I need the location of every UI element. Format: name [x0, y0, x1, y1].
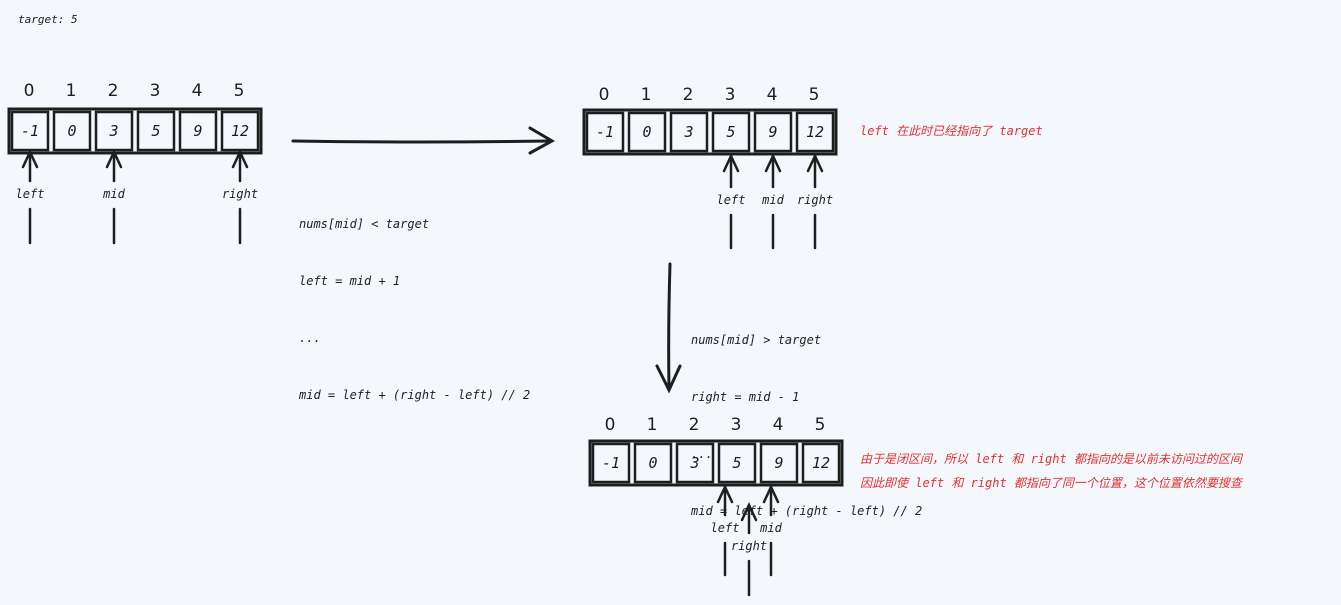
- pointer-arrow-mid: [105, 149, 123, 245]
- array-cell: [591, 442, 631, 484]
- cell-value: 12: [231, 122, 249, 140]
- cell-index: 4: [192, 81, 203, 101]
- cell-value: 12: [806, 123, 824, 141]
- array-cell: [759, 442, 799, 484]
- cell-index: 0: [599, 85, 610, 105]
- pointer-label-right: right: [730, 539, 768, 553]
- cell-index: 1: [647, 415, 658, 435]
- cell-value: 12: [812, 454, 830, 472]
- code-line: right = mid - 1: [691, 390, 800, 404]
- array-cell: [585, 111, 625, 153]
- pointer-arrow-mid: [762, 484, 780, 577]
- cell-value: 3: [108, 122, 118, 140]
- cell-index: 2: [108, 81, 119, 101]
- cell-value: 9: [193, 122, 202, 140]
- pointer-arrow-left: [722, 153, 740, 250]
- note-step-2: left 在此时已经指向了 target: [860, 124, 1043, 138]
- pointer-label-left: left: [716, 193, 746, 207]
- array-3: -1 0 0 1 3 2 5 3 9 4 12 5: [588, 415, 844, 597]
- array-cell: [801, 442, 841, 484]
- array-cell: [669, 111, 709, 153]
- cell-index: 0: [24, 81, 35, 101]
- pointer-arrow-left: [716, 484, 734, 577]
- code-line: mid = left + (right - left) // 2: [691, 504, 923, 518]
- cell-value: 3: [689, 454, 699, 472]
- cell-index: 1: [66, 81, 77, 101]
- cell-value: 5: [726, 123, 735, 141]
- cell-index: 1: [641, 85, 652, 105]
- pointer-label-mid: mid: [103, 187, 125, 201]
- cell-value: 9: [774, 454, 783, 472]
- array-2: -1 0 0 1 3 2 5 3 9 4 12 5: [582, 85, 838, 250]
- pointer-label-right: right: [796, 193, 834, 207]
- pointer-arrow-mid: [764, 153, 782, 250]
- cell-value: 0: [67, 122, 76, 140]
- cell-value: 0: [642, 123, 651, 141]
- cell-index: 4: [773, 415, 784, 435]
- cell-index: 5: [815, 415, 826, 435]
- target-label: target: 5: [18, 13, 78, 26]
- array-cell: [136, 110, 176, 152]
- cell-value: -1: [596, 123, 614, 141]
- cell-value: 0: [648, 454, 657, 472]
- array-cell: [753, 111, 793, 153]
- array-border: [7, 107, 263, 155]
- code-line: ...: [691, 447, 713, 461]
- cell-value: -1: [21, 122, 39, 140]
- array-1: -1 0 0 1 3 2 5 3 9 4 12 5: [7, 81, 263, 245]
- array-cell: [795, 111, 835, 153]
- pointer-arrow-right: [231, 149, 249, 245]
- array-cell: [633, 442, 673, 484]
- code-line: left = mid + 1: [299, 274, 401, 288]
- array-cell: [711, 111, 751, 153]
- step-1-code: nums[mid] < target left = mid + 1 ... mi…: [299, 177, 530, 424]
- cell-index: 3: [150, 81, 161, 101]
- pointer-label-left: left: [15, 187, 45, 201]
- cell-value: 5: [151, 122, 160, 140]
- cell-index: 5: [234, 81, 245, 101]
- cell-value: 3: [683, 123, 693, 141]
- cell-index: 2: [683, 85, 694, 105]
- cell-index: 3: [725, 85, 736, 105]
- array-cell: [178, 110, 218, 152]
- note-step-3: 由于是闭区间，所以 left 和 right 都指向的是以前未访问过的区间 因此…: [860, 452, 1242, 490]
- code-line: ...: [299, 331, 321, 345]
- pointer-arrow-left: [21, 149, 39, 245]
- code-line: mid = left + (right - left) // 2: [299, 388, 531, 402]
- array-border: [588, 439, 844, 487]
- cell-index: 5: [809, 85, 820, 105]
- pointer-label-left: left: [710, 521, 740, 535]
- pointer-arrow-right: [740, 502, 758, 597]
- cell-index: 4: [767, 85, 778, 105]
- array-border: [582, 108, 838, 156]
- cell-index: 0: [605, 415, 616, 435]
- flow-arrow-down: [655, 262, 682, 394]
- pointer-arrow-right: [806, 153, 824, 250]
- code-line: nums[mid] > target: [691, 333, 822, 347]
- step-2-code: nums[mid] > target right = mid - 1 ... m…: [691, 293, 922, 540]
- pointer-label-mid: mid: [760, 521, 782, 535]
- cell-value: 5: [732, 454, 741, 472]
- pointer-label-mid: mid: [762, 193, 784, 207]
- flow-arrow-right: [291, 126, 556, 155]
- cell-value: -1: [602, 454, 620, 472]
- code-line: nums[mid] < target: [299, 217, 430, 231]
- pointer-label-right: right: [221, 187, 259, 201]
- array-cell: [52, 110, 92, 152]
- cell-index: 2: [689, 415, 700, 435]
- array-cell: [717, 442, 757, 484]
- cell-value: 9: [768, 123, 777, 141]
- cell-index: 3: [731, 415, 742, 435]
- array-cell: [627, 111, 667, 153]
- array-cell: [675, 442, 715, 484]
